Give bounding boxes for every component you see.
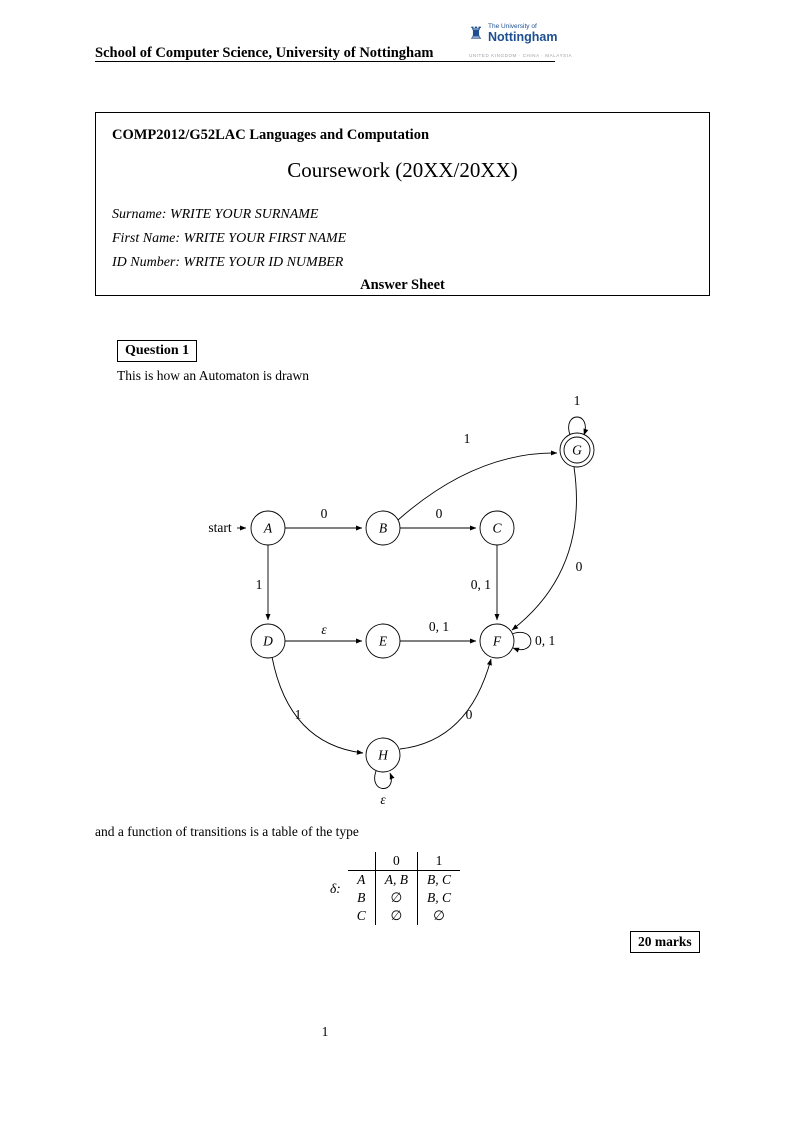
firstname-value: WRITE YOUR FIRST NAME <box>183 231 347 246</box>
row-col1-value: B, C <box>417 889 461 907</box>
table-intro-text: and a function of transitions is a table… <box>95 824 359 839</box>
edge-label-E-F: 0, 1 <box>429 619 449 634</box>
state-B-circle <box>365 510 401 546</box>
marks-badge: 20 marks <box>630 931 700 953</box>
row-state: B <box>357 890 366 905</box>
header-rule <box>95 61 555 62</box>
row-col0-value: ∅ <box>374 907 418 925</box>
edge-label-A-B: 0 <box>321 506 328 521</box>
automaton-diagram: A B C G D E F H start 0 0 1 1 0, 1 0 1 ε… <box>208 393 595 807</box>
edge-label-A-D: 1 <box>256 577 263 592</box>
row-state: C <box>356 908 366 923</box>
edge-label-G-F: 0 <box>576 559 583 574</box>
course-title: COMP2012/G52LAC Languages and Computatio… <box>112 127 430 143</box>
edge-H-F <box>399 658 492 750</box>
edge-H-self-loop <box>374 770 395 789</box>
header-empty-cell <box>347 852 376 871</box>
logo-text: The University of Nottingham <box>488 23 558 44</box>
state-C-circle <box>479 510 515 546</box>
start-label: start <box>208 520 231 535</box>
firstname-label: First Name: <box>112 231 181 246</box>
surname-value: WRITE YOUR SURNAME <box>169 207 319 222</box>
firstname-line: First Name: WRITE YOUR FIRST NAME <box>112 231 346 247</box>
row-state: A <box>357 872 366 887</box>
state-G-label: G <box>572 443 582 458</box>
edge-G-F <box>511 466 577 631</box>
edge-F-self-loop <box>511 631 532 653</box>
logo-line2: Nottingham <box>488 29 558 44</box>
edge-label-D-E: ε <box>321 622 327 637</box>
transition-table-grid: 0 1 A A, B B, C B ∅ B, C C ∅ ∅ <box>347 852 461 925</box>
cover-box <box>95 112 710 296</box>
state-G-inner-circle <box>563 436 591 464</box>
logo-campuses-line: UNITED KINGDOM · CHINA · MALAYSIA <box>469 53 573 58</box>
row-col1-value: ∅ <box>417 907 461 925</box>
university-logo: ♜ The University of Nottingham <box>468 23 557 45</box>
edge-label-H-loop: ε <box>380 792 386 807</box>
transition-table: δ: 0 1 A A, B B, C B ∅ B, C C ∅ ∅ <box>330 852 461 925</box>
edge-label-B-C: 0 <box>436 506 443 521</box>
row-col1-value: B, C <box>417 870 461 889</box>
question-intro-text: This is how an Automaton is drawn <box>117 368 309 383</box>
state-C-label: C <box>492 521 502 536</box>
delta-label: δ: <box>330 880 341 896</box>
row-col0-value: ∅ <box>374 889 418 907</box>
edge-label-C-F: 0, 1 <box>471 577 491 592</box>
state-H-label: H <box>377 748 389 763</box>
state-F-label: F <box>492 634 502 649</box>
state-E-circle <box>365 623 401 659</box>
question-1-heading: Question 1 <box>117 340 198 362</box>
edge-label-H-F: 0 <box>466 707 473 722</box>
state-B-label: B <box>379 521 387 536</box>
transition-table-header-row: 0 1 <box>347 852 461 871</box>
table-row: A A, B B, C <box>348 870 461 889</box>
coursework-title: Coursework (20XX/20XX) <box>287 158 518 182</box>
state-H-circle <box>365 737 401 773</box>
edge-label-F-loop: 0, 1 <box>535 633 555 648</box>
edge-label-D-H: 1 <box>295 707 302 722</box>
answer-sheet-heading: Answer Sheet <box>360 277 445 293</box>
university-crest-icon: ♜ <box>468 23 484 44</box>
state-A-circle <box>250 510 286 546</box>
edge-D-H <box>271 656 364 755</box>
row-col0-value: A, B <box>374 870 418 889</box>
surname-line: Surname: WRITE YOUR SURNAME <box>112 207 318 223</box>
page-number: 1 <box>321 1024 329 1039</box>
state-F-circle <box>479 623 515 659</box>
header-col-0: 0 <box>374 852 418 871</box>
state-E-label: E <box>378 634 388 649</box>
header-col-1: 1 <box>417 852 461 871</box>
edge-B-G <box>397 450 558 521</box>
table-row: B ∅ B, C <box>348 889 461 907</box>
state-D-circle <box>250 623 286 659</box>
idnumber-label: ID Number: <box>112 255 181 270</box>
edge-label-G-loop: 1 <box>574 393 581 408</box>
header-school-title: School of Computer Science, University o… <box>95 45 434 61</box>
edge-label-B-G: 1 <box>464 431 471 446</box>
state-D-label: D <box>262 634 273 649</box>
edge-G-self-loop <box>568 416 589 436</box>
idnumber-value: WRITE YOUR ID NUMBER <box>183 255 344 270</box>
surname-label: Surname: <box>112 207 167 222</box>
idnumber-line: ID Number: WRITE YOUR ID NUMBER <box>112 255 343 271</box>
table-row: C ∅ ∅ <box>348 907 461 925</box>
logo-line1: The University of <box>488 23 537 31</box>
state-A-label: A <box>263 521 273 536</box>
